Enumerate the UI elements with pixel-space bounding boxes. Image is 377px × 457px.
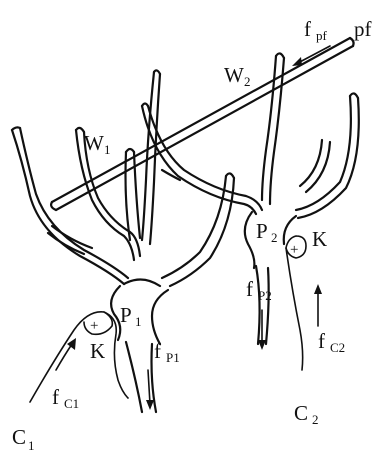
label-w2-main: W: [224, 63, 244, 87]
label-fc1-main: f: [52, 385, 59, 409]
label-c2-sub: 2: [312, 412, 319, 427]
parallel-fiber: [51, 38, 353, 210]
label-c2-main: C: [294, 401, 308, 425]
label-fc1-sub: C1: [64, 396, 79, 411]
label-w2-sub: 2: [244, 74, 251, 89]
label-k2: K: [312, 227, 327, 251]
label-fp2-main: f: [246, 277, 253, 301]
label-c1-sub: 1: [28, 438, 35, 453]
label-c1-main: C: [12, 425, 26, 449]
label-fp1-main: f: [154, 339, 161, 363]
label-p1-main: P: [120, 303, 132, 327]
label-w1-main: W: [84, 131, 104, 155]
label-p1-sub: 1: [135, 314, 142, 329]
climbing-fiber-c1: [30, 312, 128, 402]
label-p2-sub: 2: [271, 230, 278, 245]
label-pf: pf: [354, 17, 372, 41]
label-p2-main: P: [256, 219, 268, 243]
label-fc2-main: f: [318, 329, 325, 353]
label-fpf-sub: pf: [316, 28, 328, 43]
junction-sign-c2: +: [290, 242, 298, 258]
junction-sign-c1: +: [90, 318, 98, 334]
label-fp2-sub: P2: [258, 288, 272, 303]
label-k1: K: [90, 339, 105, 363]
label-w1-sub: 1: [104, 142, 111, 157]
dendritic-tree-p1: [12, 70, 234, 412]
label-fpf-main: f: [304, 17, 311, 41]
label-fp1-sub: P1: [166, 350, 180, 365]
label-fc2-sub: C2: [330, 340, 345, 355]
